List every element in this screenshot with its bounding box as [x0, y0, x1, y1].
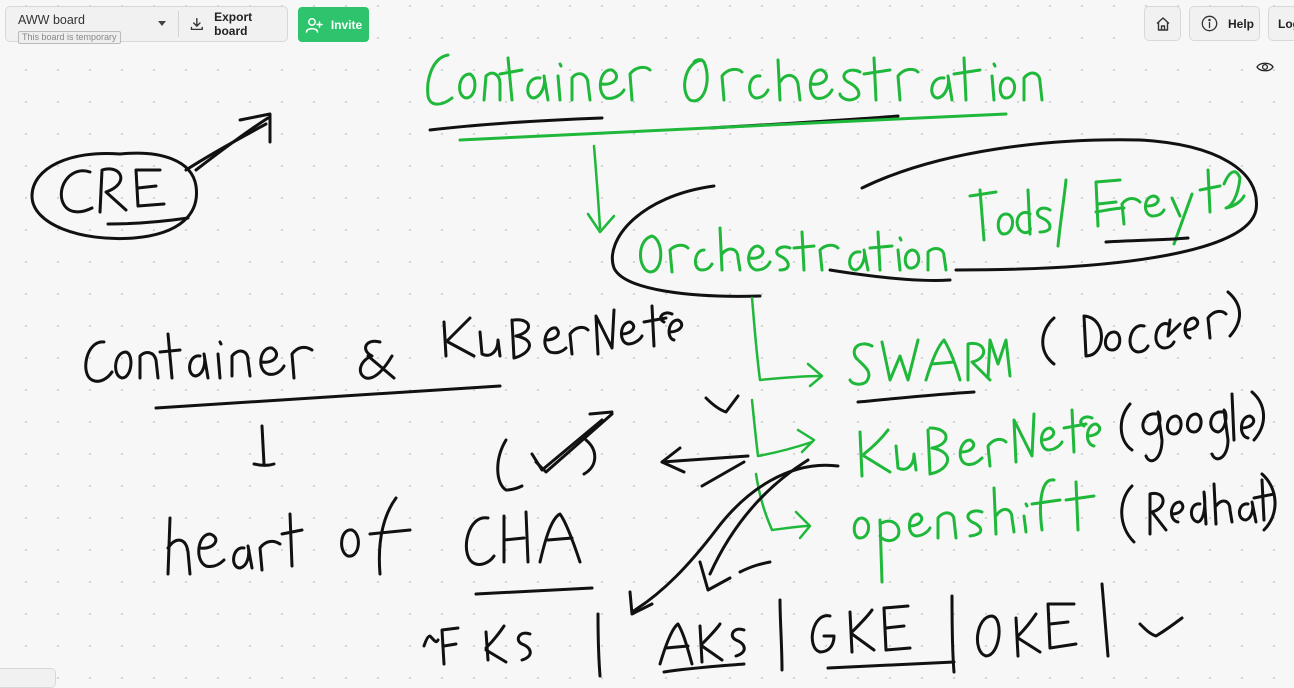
help-button[interactable]: Help [1189, 6, 1260, 41]
caret-down-icon[interactable] [158, 21, 167, 26]
download-icon [191, 17, 204, 31]
login-button[interactable]: Log [1268, 6, 1294, 41]
toolbar-divider [178, 11, 180, 37]
arrow-from-tools-down [750, 296, 824, 540]
home-button[interactable] [1144, 6, 1181, 41]
heading-underlines [428, 112, 1008, 142]
invite-label: Invite [330, 17, 363, 32]
handwriting-container-orchestration [426, 53, 1044, 106]
arrow-to-tools [586, 144, 616, 234]
underline-frey-tool [1104, 236, 1190, 244]
board-selector[interactable]: AWW board This board is temporary [6, 7, 178, 44]
add-user-icon [305, 17, 323, 33]
ellipse-orchestration-tools [611, 138, 1258, 298]
handwriting-cre [30, 112, 272, 241]
handwriting-orchestration-tools [639, 168, 1246, 274]
bottom-left-panel-tab[interactable] [0, 668, 56, 688]
handwriting-openshift-redhat [852, 472, 1277, 584]
export-board-label: Export board [214, 10, 253, 38]
handwriting-container-kubernetes [84, 304, 684, 383]
export-board-button[interactable]: Export board [179, 7, 287, 41]
underline-cha [474, 586, 594, 596]
board-name: AWW board [18, 13, 85, 27]
handwriting-heart-of-cha [166, 496, 582, 576]
checkmark-cha [496, 410, 614, 492]
board-status-badge: This board is temporary [18, 31, 121, 44]
info-icon [1201, 15, 1218, 32]
handwriting-managed-services [422, 582, 1184, 678]
help-label: Help [1228, 16, 1255, 31]
handwriting-swarm-docker [848, 290, 1241, 404]
arrow-down-heart [252, 424, 276, 467]
underline-container-kubernetes [154, 384, 502, 410]
home-icon [1156, 16, 1169, 31]
board-toolbar: AWW board This board is temporary Export… [5, 6, 288, 44]
arrows-black-crossing [628, 394, 840, 616]
eye-icon[interactable] [1256, 60, 1274, 74]
handwriting-kubernetes-google [858, 390, 1265, 478]
invite-button[interactable]: Invite [298, 7, 369, 42]
